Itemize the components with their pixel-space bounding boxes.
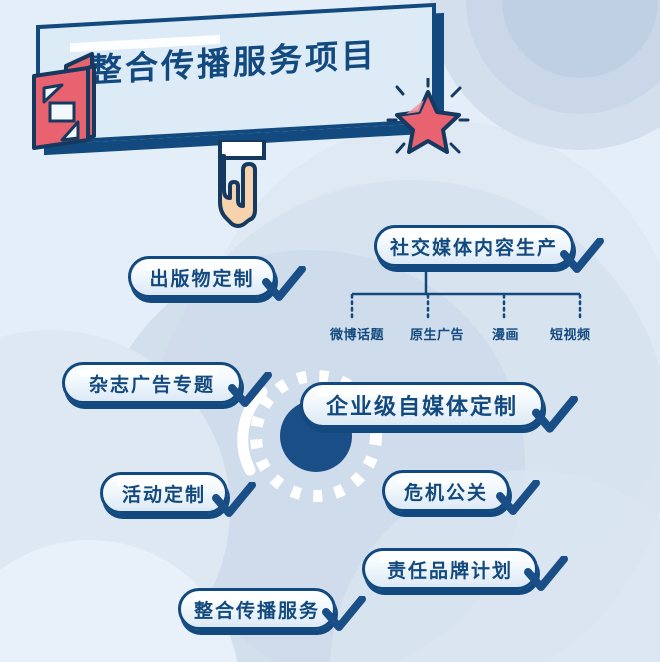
node-event[interactable]: 活动定制 [100, 472, 228, 514]
node-integrated[interactable]: 整合传播服务 [178, 588, 336, 630]
bg-ring-middle [466, 0, 660, 114]
leaf-label-weibo-topic: 微博话题 [330, 328, 385, 343]
node-label-integrated: 整合传播服务 [194, 599, 321, 622]
leaf-label-native-ad: 原生广告 [410, 328, 465, 343]
node-magazine-ad[interactable]: 杂志广告专题 [62, 362, 242, 404]
star-icon [386, 78, 470, 154]
node-label-enterprise: 企业级自媒体定制 [325, 395, 518, 420]
node-label-social-media: 社交媒体内容生产 [390, 236, 559, 259]
dashed-ring [250, 370, 382, 502]
node-label-brand-plan: 责任品牌计划 [386, 559, 513, 582]
node-label-magazine-ad: 杂志广告专题 [88, 373, 215, 396]
hand-pointing-icon [218, 140, 266, 228]
node-label-publication: 出版物定制 [149, 267, 255, 290]
node-brand-plan[interactable]: 责任品牌计划 [362, 548, 538, 590]
leaf-label-comic: 漫画 [492, 328, 520, 343]
social-branch-connector [350, 262, 582, 322]
node-label-crisis-pr: 危机公关 [403, 481, 488, 504]
bg-ring-inner [502, 0, 658, 78]
node-social-media[interactable]: 社交媒体内容生产 [374, 225, 574, 267]
book-icon [32, 52, 96, 150]
node-crisis-pr[interactable]: 危机公关 [382, 470, 510, 512]
node-publication[interactable]: 出版物定制 [128, 256, 276, 298]
node-label-event: 活动定制 [121, 483, 206, 506]
leaf-label-short-video: 短视频 [550, 328, 591, 343]
center-ring-graphic [237, 370, 382, 502]
node-enterprise[interactable]: 企业级自媒体定制 [300, 382, 544, 428]
